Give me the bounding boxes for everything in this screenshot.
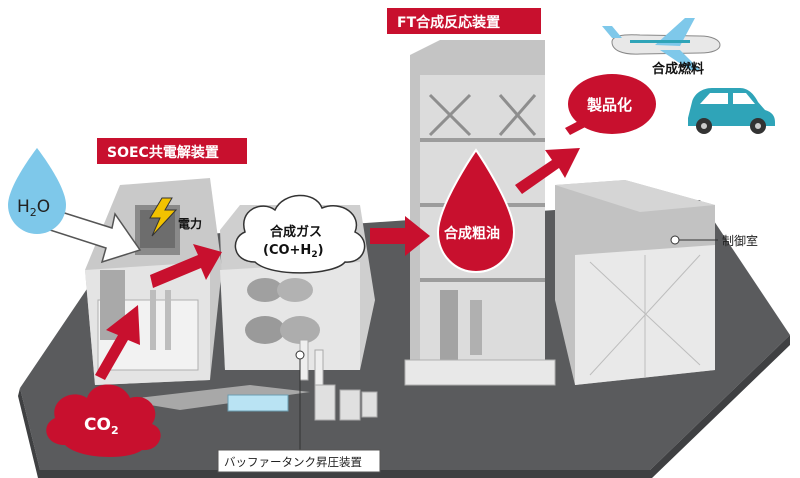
crude-oil-label: 合成粗油 <box>444 225 500 242</box>
control-room-label: 制御室 <box>722 233 758 248</box>
h2o-label: H2O <box>17 197 50 219</box>
control-room-pointer <box>670 235 680 245</box>
control-room-building <box>555 180 715 385</box>
product-circle <box>568 74 656 134</box>
arrow-co2-to-soec <box>95 305 140 380</box>
pipe-rack <box>120 384 378 421</box>
synthetic-fuel-label: 合成燃料 <box>652 61 704 77</box>
car-icon <box>688 88 775 134</box>
ft-label: FT合成反応装置 <box>397 14 500 31</box>
lightning-icon <box>149 197 178 237</box>
airplane-icon <box>602 18 721 70</box>
buffer-tank-label-box <box>217 449 381 473</box>
soec-label: SOEC共電解装置 <box>107 144 219 161</box>
ft-label-box <box>387 8 541 34</box>
co2-label: CO2 <box>84 415 119 437</box>
co2-cloud-icon <box>46 384 161 457</box>
oil-drop-icon <box>436 148 516 274</box>
product-label: 製品化 <box>586 96 632 114</box>
buffer-tank-pointer <box>295 350 305 360</box>
syngas-label-line1: 合成ガス <box>270 224 322 240</box>
buffer-tank-label: バッファータンク昇圧装置 <box>224 455 362 469</box>
electricity-label: 電力 <box>178 216 202 231</box>
arrow-water-to-soec <box>49 209 142 264</box>
syngas-label-line2: (CO+H2) <box>263 243 324 260</box>
arrow-syngas-to-ft <box>370 216 430 256</box>
arrow-oil-to-product <box>515 148 580 194</box>
arrow-soec-to-syngas <box>150 244 222 288</box>
syngas-cloud <box>234 194 366 274</box>
soec-label-box <box>97 138 247 164</box>
water-drop-icon <box>8 148 66 234</box>
